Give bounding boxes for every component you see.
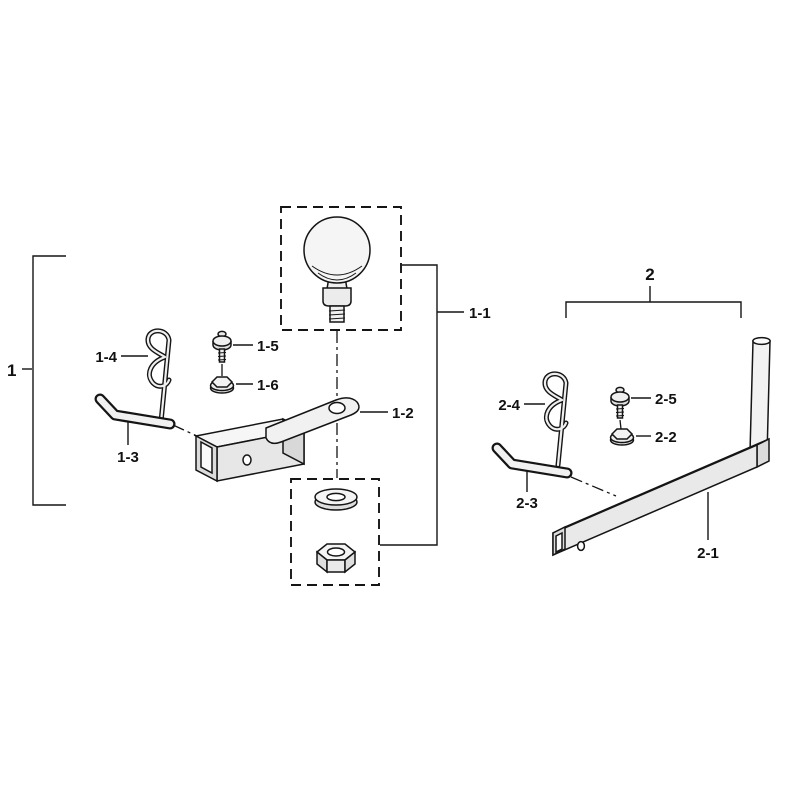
- mount-label: 1-2: [392, 405, 414, 422]
- tube-front-face: [552, 443, 758, 557]
- flange-bolt-1: [212, 330, 232, 363]
- assembly2-group-label: 2: [645, 265, 654, 284]
- ball-label: 1-1: [469, 305, 491, 322]
- bolt-nut-centerline-2: [619, 419, 622, 430]
- mount-callout: 1-2: [360, 405, 414, 422]
- nut-label-1: 1-6: [257, 377, 279, 394]
- bolt-callout-2: 2-5: [631, 391, 677, 408]
- clip-callout-2: 2-4: [498, 397, 545, 414]
- hitch-ball: [303, 216, 371, 323]
- ball-shading-line: [311, 265, 363, 276]
- bolt-callout-1: 1-5: [233, 338, 279, 355]
- nut-label-2: 2-2: [655, 429, 677, 446]
- hex-nut-side-mid: [326, 559, 346, 573]
- assembly1-bracket-line: [32, 255, 66, 506]
- ball-stud-thread: [328, 313, 346, 316]
- post-body: [749, 340, 771, 457]
- mount-tube-hole: [242, 454, 252, 466]
- hex-nut: [315, 543, 357, 574]
- pin-label-2: 2-3: [516, 495, 538, 512]
- assembly1-bracket: 1: [7, 255, 66, 506]
- r-clip-2: [545, 374, 566, 465]
- bolt-label-1: 1-5: [257, 338, 279, 355]
- hex-nut-side-right: [344, 550, 356, 574]
- flange-bolt-2: [610, 386, 630, 419]
- mount-ball-hole: [328, 401, 346, 415]
- assembly2-bracket-line: [565, 301, 742, 318]
- ball-mount: [193, 397, 360, 483]
- washer: [314, 488, 358, 511]
- ball-dashed-box: [280, 206, 402, 331]
- pin-centerline-2: [570, 476, 617, 497]
- ball-stud-thread: [328, 309, 346, 312]
- tube-callout: 2-1: [697, 492, 719, 562]
- pin-label-1: 1-3: [117, 449, 139, 466]
- assembly1-group-label: 1: [7, 361, 16, 380]
- tube-pin-hole: [576, 540, 586, 552]
- hex-nut-hole: [326, 547, 346, 557]
- washer-hole: [326, 492, 346, 502]
- r-clip-1: [148, 331, 169, 422]
- ball-stud-thread: [328, 317, 346, 320]
- ball-shading-line: [317, 272, 357, 281]
- ball-collar: [322, 287, 352, 307]
- flange-nut-2: [609, 428, 635, 446]
- mount-tube-opening: [200, 440, 213, 475]
- clip-label-1: 1-4: [95, 349, 117, 366]
- hitch-pin-1: [100, 399, 170, 424]
- tube-label: 2-1: [697, 545, 719, 562]
- clip-callout-1: 1-4: [95, 349, 148, 366]
- stand-tube: [552, 336, 771, 557]
- ball-sphere: [303, 216, 371, 284]
- ball-callout: 1-1: [380, 264, 491, 546]
- bolt-label-2: 2-5: [655, 391, 677, 408]
- assembly2-bracket: 2: [565, 265, 742, 318]
- clip-label-2: 2-4: [498, 397, 520, 414]
- ball-callout-bracket: [380, 264, 438, 546]
- pin-callout-2: 2-3: [516, 470, 538, 512]
- pin-callout-1: 1-3: [117, 421, 139, 466]
- tube-opening: [555, 531, 563, 554]
- flange-nut-1: [209, 376, 235, 394]
- nut-callout-1: 1-6: [236, 377, 279, 394]
- nut-callout-2: 2-2: [636, 429, 677, 446]
- post-top: [752, 336, 771, 346]
